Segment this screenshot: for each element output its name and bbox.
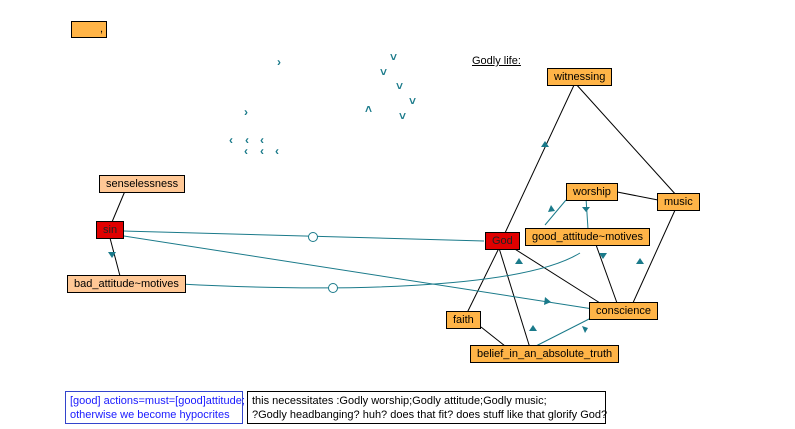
link-anchor-chevron: › xyxy=(277,55,281,69)
note-necessitates-line1: this necessitates :Godly worship;Godly a… xyxy=(252,395,547,407)
link-anchor-chevron: ‹ xyxy=(244,144,248,158)
node-bad-attitude-motives[interactable]: bad_attitude~motives xyxy=(67,275,186,293)
map-caption: Godly life: xyxy=(472,55,521,67)
node-senselessness[interactable]: senselessness xyxy=(99,175,186,193)
node-music[interactable]: music xyxy=(657,193,700,211)
note-good-actions-line1: [good] actions=must=[good]attitude; xyxy=(70,395,245,407)
node-faith[interactable]: faith xyxy=(446,311,481,329)
node-god[interactable]: God xyxy=(485,232,520,250)
link-anchor-chevron: ˅ xyxy=(399,109,407,123)
node-conscience[interactable]: conscience xyxy=(589,302,659,320)
node-belief-in-an-absolute-truth[interactable]: belief_in_an_absolute_truth xyxy=(470,345,620,363)
link-anchor-chevron: ‹ xyxy=(229,133,233,147)
link-anchor-chevron: ‹ xyxy=(260,144,264,158)
link-anchor-chevron: ˅ xyxy=(396,79,404,93)
link-anchor-chevron: ˄ xyxy=(365,102,373,116)
node-witnessing[interactable]: witnessing xyxy=(547,68,613,86)
note-necessitates[interactable]: this necessitates :Godly worship;Godly a… xyxy=(247,391,608,424)
node-sin[interactable]: sin xyxy=(96,221,125,239)
node-worship[interactable]: worship xyxy=(566,183,618,201)
node-good-attitude-motives[interactable]: good_attitude~motives xyxy=(525,228,650,246)
link-anchor-chevron: ˅ xyxy=(409,94,417,108)
link-anchor-chevron: ‹ xyxy=(275,144,279,158)
link-anchor-chevron: ‹ xyxy=(260,133,264,147)
note-necessitates-line2: ?Godly headbanging? huh? does that fit? … xyxy=(252,409,608,421)
link-anchor-chevron: › xyxy=(244,105,248,119)
untitled-concept-node[interactable]: , xyxy=(71,21,107,38)
link-anchor-chevron: ˅ xyxy=(390,50,398,64)
note-good-actions-line2: otherwise we become hypocrites xyxy=(70,409,230,421)
link-anchor-chevron: ˅ xyxy=(380,65,388,79)
note-good-actions[interactable]: [good] actions=must=[good]attitude; othe… xyxy=(65,391,245,424)
link-anchor-chevron: ‹ xyxy=(245,133,249,147)
